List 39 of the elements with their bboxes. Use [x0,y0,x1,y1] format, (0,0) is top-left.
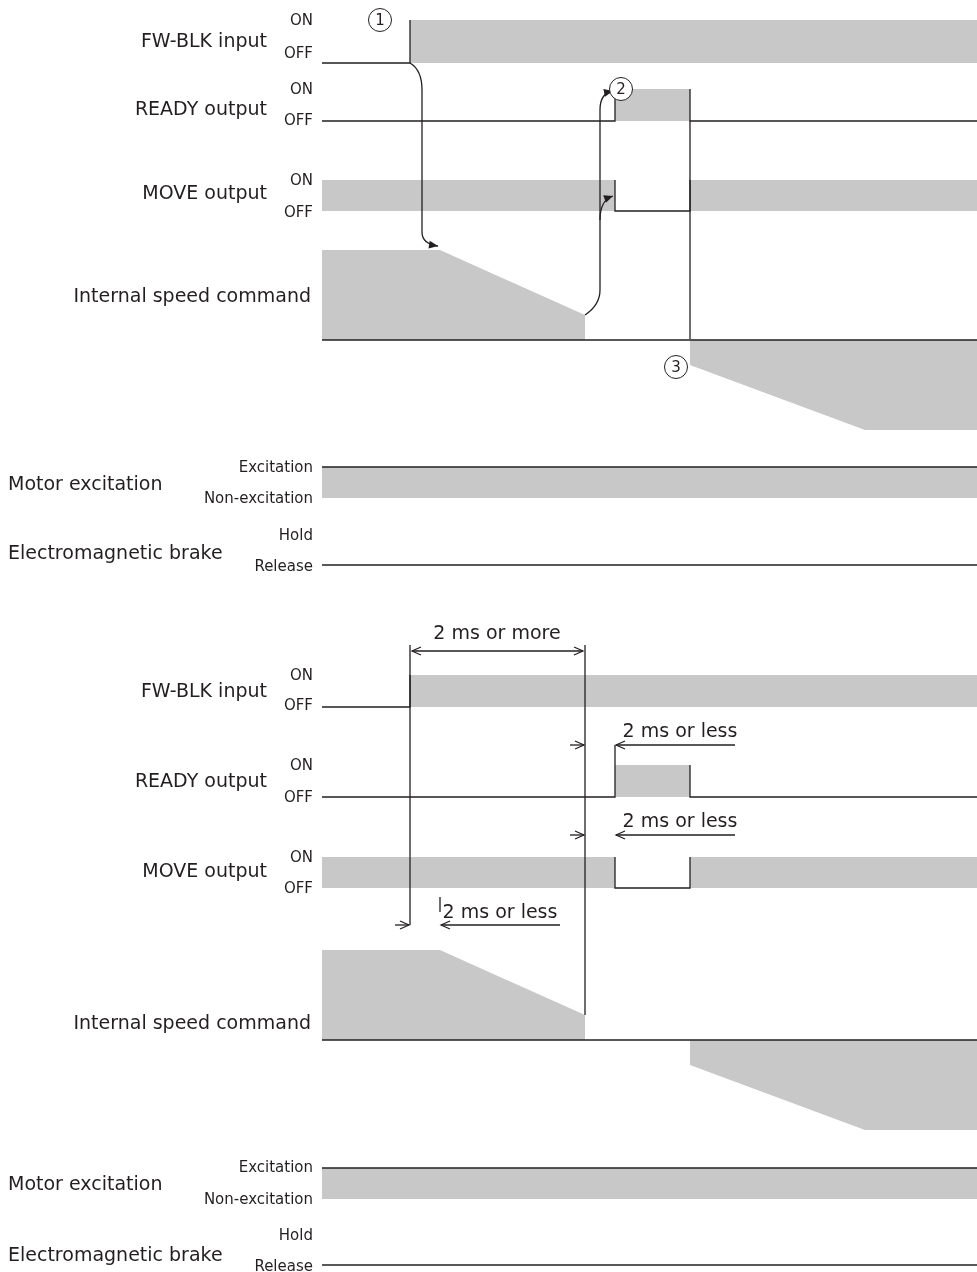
signal-name: FW-BLK input [140,29,267,51]
state-label: ON [289,11,313,29]
state-label: OFF [283,203,313,221]
state-label: Release [254,557,313,575]
state-label: OFF [283,111,313,129]
state-label: ON [289,848,313,866]
callout-number: 3 [664,355,688,379]
timing-note: 2 ms or less [442,900,558,922]
signal-name: MOVE output [142,181,267,203]
state-label: Excitation [238,458,313,476]
state-label: Release [254,1257,313,1272]
callout-number: 1 [368,8,392,32]
state-label: Excitation [238,1158,313,1176]
state-label: Hold [278,526,313,544]
state-label: ON [289,666,313,684]
timing-note: 2 ms or less [622,719,738,741]
timing-note: 2 ms or more [433,621,561,643]
signal-name: FW-BLK input [140,679,267,701]
signal-name: READY output [134,97,267,119]
signal-name: Electromagnetic brake [8,1243,223,1265]
signal-name: Internal speed command [73,1011,311,1033]
signal-name: Motor excitation [8,1172,163,1194]
signal-name: Electromagnetic brake [8,541,223,563]
state-label: Non-excitation [203,489,313,507]
signal-name: Motor excitation [8,472,163,494]
state-label: OFF [283,696,313,714]
state-label: Non-excitation [203,1190,313,1208]
state-label: ON [289,756,313,774]
state-label: OFF [283,788,313,806]
state-label: OFF [283,879,313,897]
state-label: Hold [278,1226,313,1244]
signal-name: MOVE output [142,859,267,881]
signal-name: Internal speed command [73,284,311,306]
callout-number: 2 [609,77,633,101]
state-label: ON [289,171,313,189]
timing-note: 2 ms or less [622,809,738,831]
state-label: ON [289,80,313,98]
state-label: OFF [283,44,313,62]
signal-name: READY output [134,769,267,791]
